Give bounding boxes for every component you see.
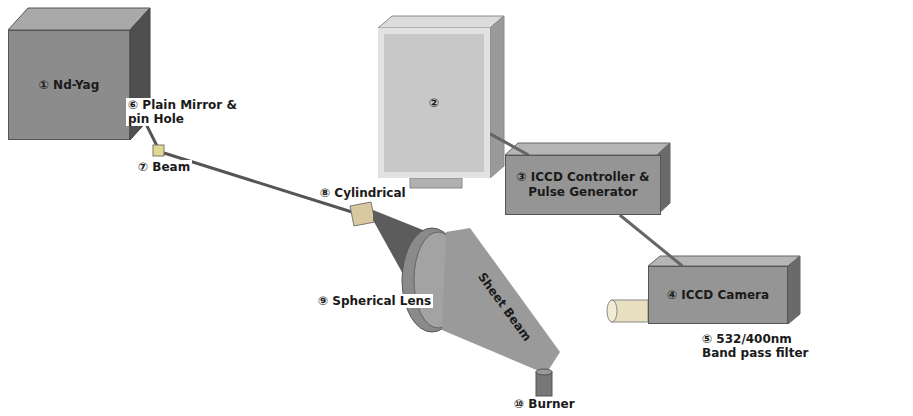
mirror [153, 145, 164, 156]
camera-side [788, 256, 800, 324]
cylindrical-lens [350, 202, 375, 226]
camera-box: ④ ICCD Camera [648, 266, 788, 324]
part-label: ⑧ Cylindrical [318, 186, 408, 200]
monitor-stand [410, 178, 462, 188]
component-label: ① Nd-Yag [39, 78, 99, 93]
burner-top [536, 369, 552, 375]
controller-top [505, 143, 670, 155]
monitor-top [378, 16, 504, 28]
component-label: ② [429, 96, 439, 111]
part-label: ⑤ 532/400nm Band pass filter [700, 332, 828, 360]
cable [490, 134, 528, 155]
monitor-screen: ② [378, 28, 490, 178]
part-label: ⑥ Plain Mirror & pin Hole [126, 98, 242, 126]
controller-box: ③ ICCD Controller & Pulse Generator [505, 155, 661, 215]
part-label: ⑨ Spherical Lens [316, 294, 433, 308]
part-label: ⑩ Burner [512, 397, 577, 411]
component-label: ④ ICCD Camera [667, 288, 769, 303]
sheet-beam [442, 228, 560, 374]
monitor-side [490, 16, 504, 178]
cable [620, 215, 683, 266]
laser-top [8, 8, 150, 30]
part-label: ⑦ Beam [136, 160, 192, 174]
laser-box: ① Nd-Yag [8, 30, 130, 140]
burner [536, 372, 552, 396]
filter-face [607, 300, 617, 322]
component-label: ③ ICCD Controller & Pulse Generator [513, 170, 653, 200]
